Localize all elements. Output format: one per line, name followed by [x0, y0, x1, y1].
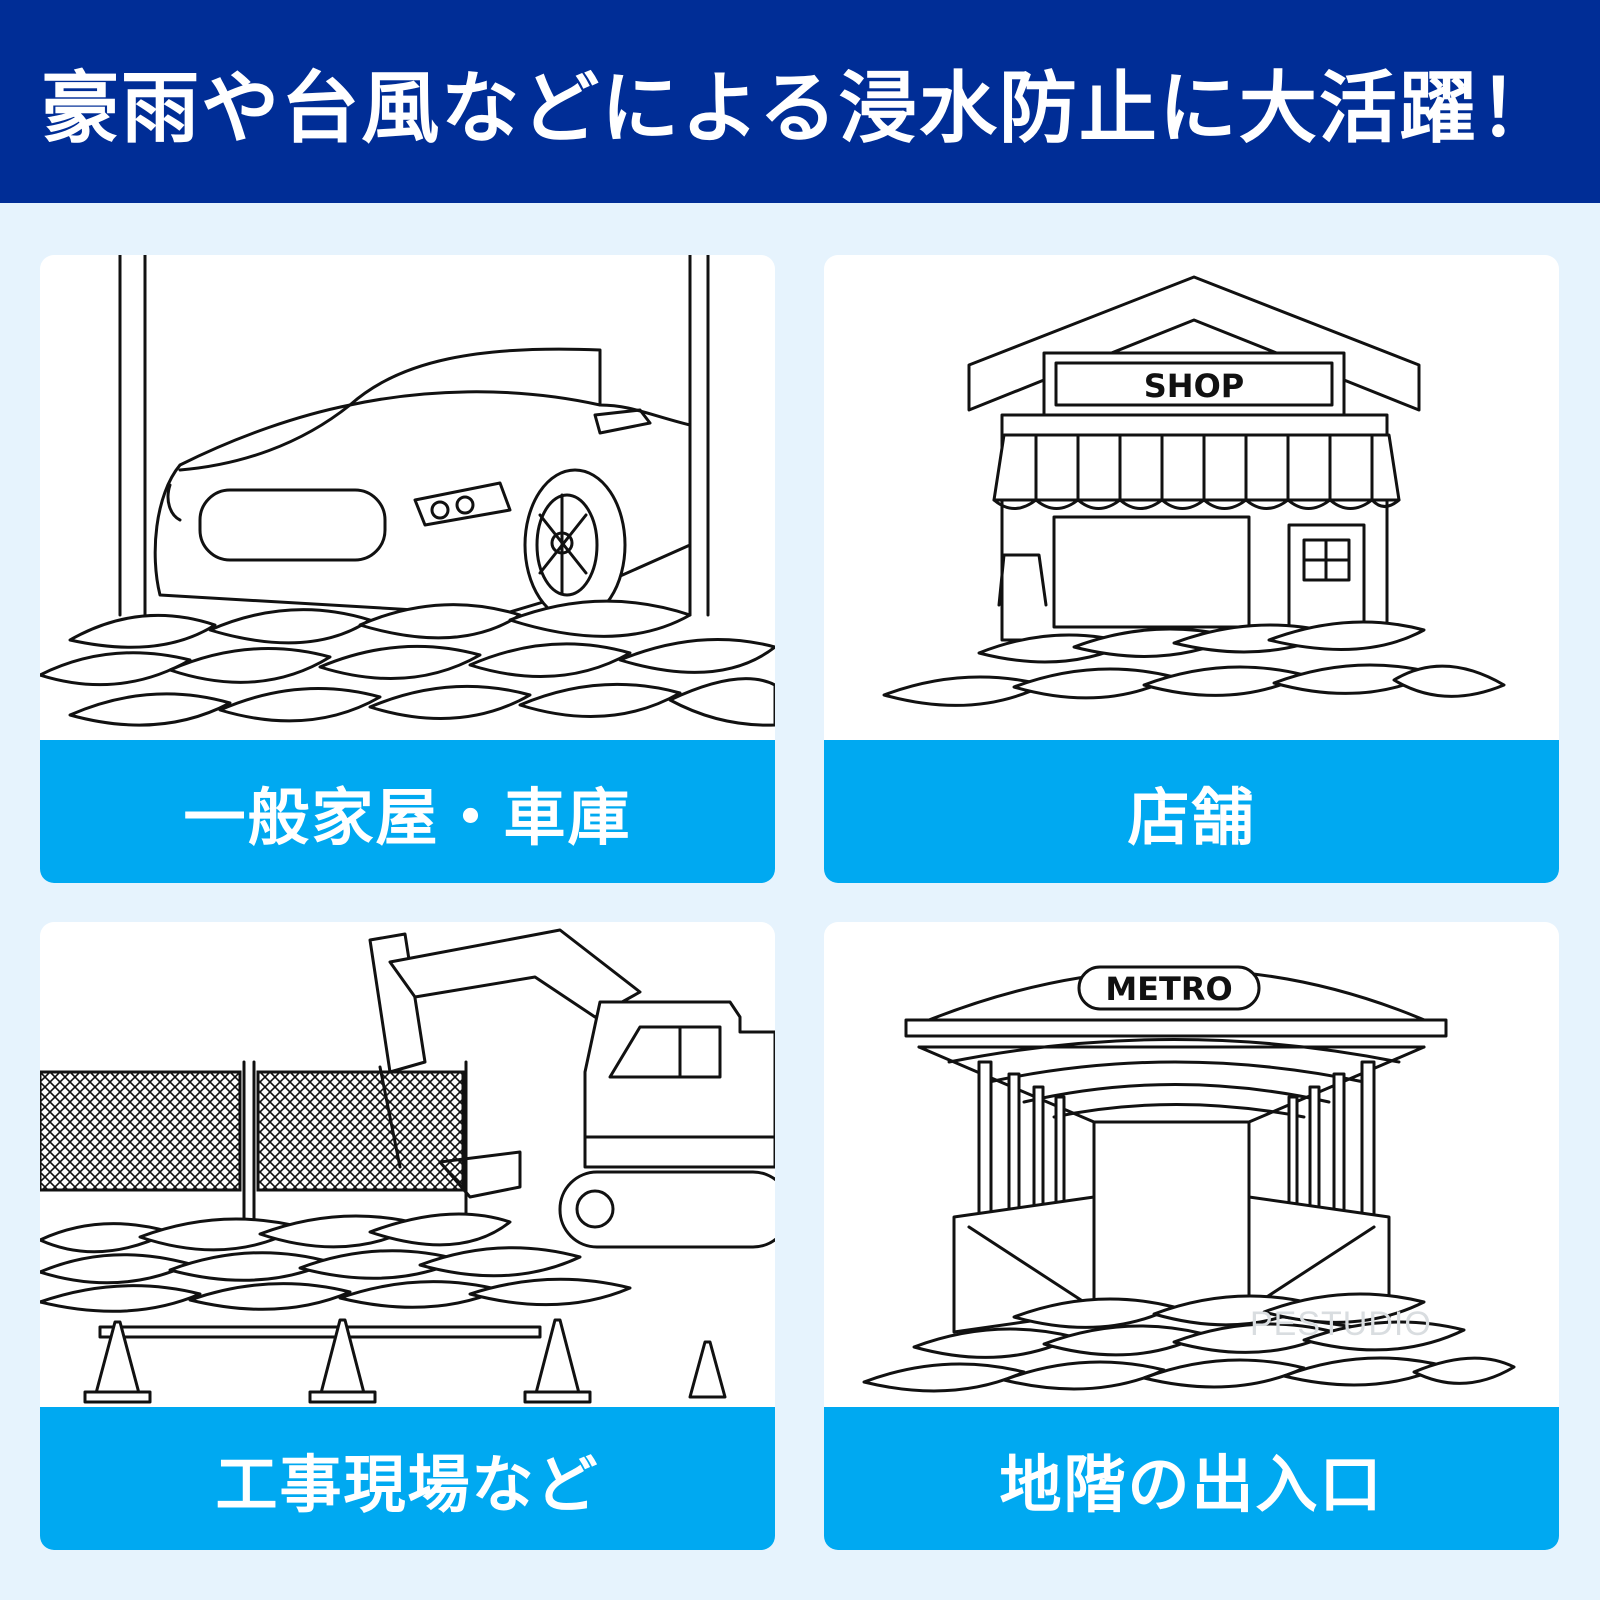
card-metro: METRO: [824, 922, 1559, 1550]
page-header: 豪雨や台風などによる浸水防止に大活躍！: [0, 0, 1600, 203]
card-label-text: 地階の出入口: [999, 1447, 1384, 1521]
page-title: 豪雨や台風などによる浸水防止に大活躍！: [41, 63, 1559, 154]
card-label-shop: 店舗: [824, 740, 1559, 883]
garage-car-sandbag-icon: [40, 255, 775, 740]
card-label-text: 工事現場など: [215, 1447, 600, 1521]
card-label-metro: 地階の出入口: [824, 1407, 1559, 1550]
card-label-construction: 工事現場など: [40, 1407, 775, 1550]
metro-sign-text: METRO: [1105, 970, 1232, 1008]
metro-entrance-sandbag-icon: METRO: [824, 922, 1559, 1407]
construction-site-sandbag-icon: [40, 922, 775, 1407]
card-construction: 工事現場など: [40, 922, 775, 1550]
shop-sign-text: SHOP: [1144, 367, 1244, 405]
card-label-text: 一般家屋・車庫: [183, 780, 632, 854]
card-shop: SHOP: [824, 255, 1559, 883]
watermark: PESTUDIO: [1250, 1305, 1432, 1343]
card-garage: 一般家屋・車庫: [40, 255, 775, 883]
card-label-text: 店舗: [1127, 780, 1256, 854]
card-label-garage: 一般家屋・車庫: [40, 740, 775, 883]
shop-sandbag-icon: SHOP: [824, 255, 1559, 740]
